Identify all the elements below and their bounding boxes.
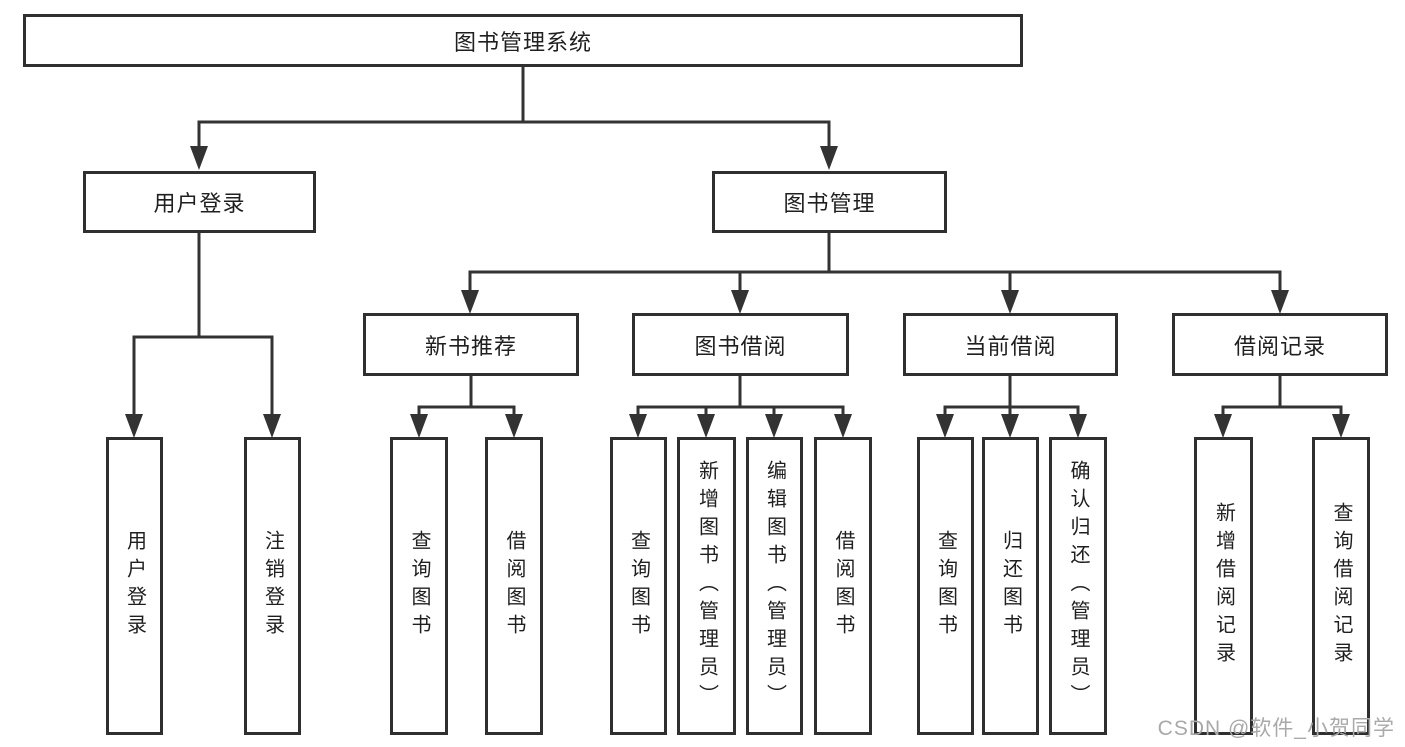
leaf-query-books-2: 查询图书 [610, 437, 667, 735]
leaf-user-login: 用户登录 [106, 437, 163, 735]
leaf-label: 用户登录 [123, 530, 146, 642]
node-book-management: 图书管理 [712, 171, 947, 233]
leaf-query-borrow-record: 查询借阅记录 [1312, 437, 1370, 735]
node-label: 借阅记录 [1233, 333, 1326, 359]
leaf-logout: 注销登录 [244, 437, 301, 735]
leaf-label: 归还图书 [999, 530, 1022, 642]
node-label: 当前借阅 [964, 333, 1057, 359]
node-label: 图书借阅 [694, 333, 787, 359]
leaf-label: 确认归还（管理员） [1067, 460, 1089, 712]
node-user-login: 用户登录 [83, 171, 316, 233]
node-label: 用户登录 [153, 191, 246, 216]
leaf-label: 新增图书（管理员） [695, 460, 718, 712]
node-book-borrowing: 图书借阅 [632, 313, 849, 376]
node-borrowing-records: 借阅记录 [1172, 313, 1388, 376]
leaf-label: 查询图书 [627, 530, 650, 642]
node-new-book-recommend: 新书推荐 [363, 313, 579, 376]
node-label: 新书推荐 [424, 333, 517, 359]
leaf-borrow-books-1: 借阅图书 [485, 437, 543, 735]
csdn-watermark: CSDN @软件_小贺同学 [1157, 717, 1395, 740]
leaf-label: 借阅图书 [832, 530, 854, 642]
leaf-borrow-books-2: 借阅图书 [814, 437, 872, 735]
arrowheads [125, 146, 1350, 438]
leaf-label: 编辑图书（管理员） [763, 460, 786, 712]
leaf-add-borrow-record: 新增借阅记录 [1194, 437, 1253, 735]
leaf-label: 新增借阅记录 [1212, 502, 1235, 670]
leaf-add-books-admin: 新增图书（管理员） [677, 437, 736, 735]
leaf-label: 借阅图书 [503, 530, 525, 642]
node-label: 图书管理 [783, 191, 876, 216]
leaf-return-books: 归还图书 [982, 437, 1039, 735]
node-library-management-system: 图书管理系统 [23, 14, 1023, 67]
leaf-label: 查询借阅记录 [1330, 502, 1352, 670]
leaf-query-books-1: 查询图书 [390, 437, 448, 735]
leaf-edit-books-admin: 编辑图书（管理员） [746, 437, 803, 735]
node-current-borrowing: 当前借阅 [903, 313, 1118, 376]
leaf-query-books-3: 查询图书 [917, 437, 974, 735]
node-label: 图书管理系统 [453, 29, 592, 55]
leaf-label: 查询图书 [408, 530, 430, 642]
leaf-label: 注销登录 [261, 530, 284, 642]
leaf-label: 查询图书 [934, 530, 957, 642]
leaf-confirm-return-admin: 确认归还（管理员） [1049, 437, 1107, 735]
